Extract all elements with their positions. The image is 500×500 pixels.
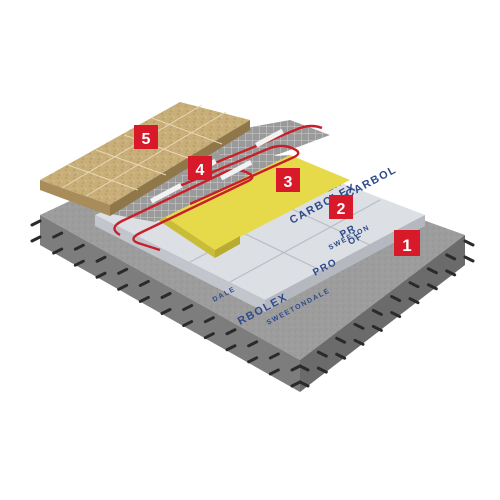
rebar-end: [225, 344, 237, 352]
rebar-end: [316, 350, 328, 358]
rebar-end: [371, 324, 383, 332]
rebar-end: [390, 295, 402, 303]
rebar-end: [203, 332, 215, 340]
rebar-end: [390, 311, 402, 319]
rebar-end: [160, 292, 172, 299]
rebar-end: [247, 356, 259, 364]
rebar-end: [298, 364, 310, 372]
rebar-end: [426, 283, 438, 291]
rebar-end: [335, 352, 347, 360]
rebar-end: [268, 352, 280, 360]
rebar-end: [298, 380, 310, 388]
rebar-end: [203, 316, 215, 324]
marker-4-label: 4: [196, 162, 205, 179]
marker-4: 4: [188, 156, 212, 180]
rebar-end: [335, 336, 347, 344]
marker-5-label: 5: [142, 131, 151, 148]
heating-cable: [113, 124, 323, 252]
rebar-end: [182, 320, 194, 328]
rebar-end: [445, 253, 457, 261]
rebar-end: [408, 297, 420, 305]
rebar-end: [160, 308, 172, 315]
rebar-end: [225, 328, 237, 336]
rebar-end: [353, 338, 365, 346]
rebar-end: [30, 235, 42, 243]
rebar-end: [445, 269, 457, 277]
rebar-end: [138, 279, 150, 287]
rebar-end: [247, 340, 259, 348]
rebar-end: [316, 366, 328, 374]
rebar-end: [371, 308, 383, 316]
rebar-end: [117, 283, 129, 291]
rebar-end: [117, 267, 129, 275]
rebar-end: [52, 247, 64, 255]
rebar-end: [463, 255, 475, 263]
marker-5: 5: [134, 125, 158, 149]
rebar-end: [408, 281, 420, 289]
marker-1: 1: [394, 230, 420, 256]
marker-2: 2: [329, 195, 353, 219]
rebar-end: [426, 267, 438, 275]
rebar-end: [268, 368, 280, 376]
yellow-membrane: [155, 155, 350, 258]
marker-2-label: 2: [337, 201, 346, 218]
rebar-end: [95, 271, 107, 279]
marker-3: 3: [276, 168, 300, 192]
rebar-end: [73, 259, 85, 267]
rebar-ends-right: [298, 239, 475, 388]
rebar-end: [30, 219, 42, 227]
rebar-ends-left: [30, 219, 302, 388]
rebar-end: [95, 255, 107, 263]
rebar-end: [138, 295, 150, 303]
rebar-end: [353, 322, 365, 330]
tile-layer: [40, 102, 250, 216]
rebar-end: [182, 304, 194, 312]
marker-1-label: 1: [402, 236, 411, 255]
marker-3-label: 3: [284, 174, 293, 191]
rebar-end: [73, 243, 85, 251]
rebar-end: [463, 239, 475, 247]
rebar-end: [52, 231, 64, 239]
